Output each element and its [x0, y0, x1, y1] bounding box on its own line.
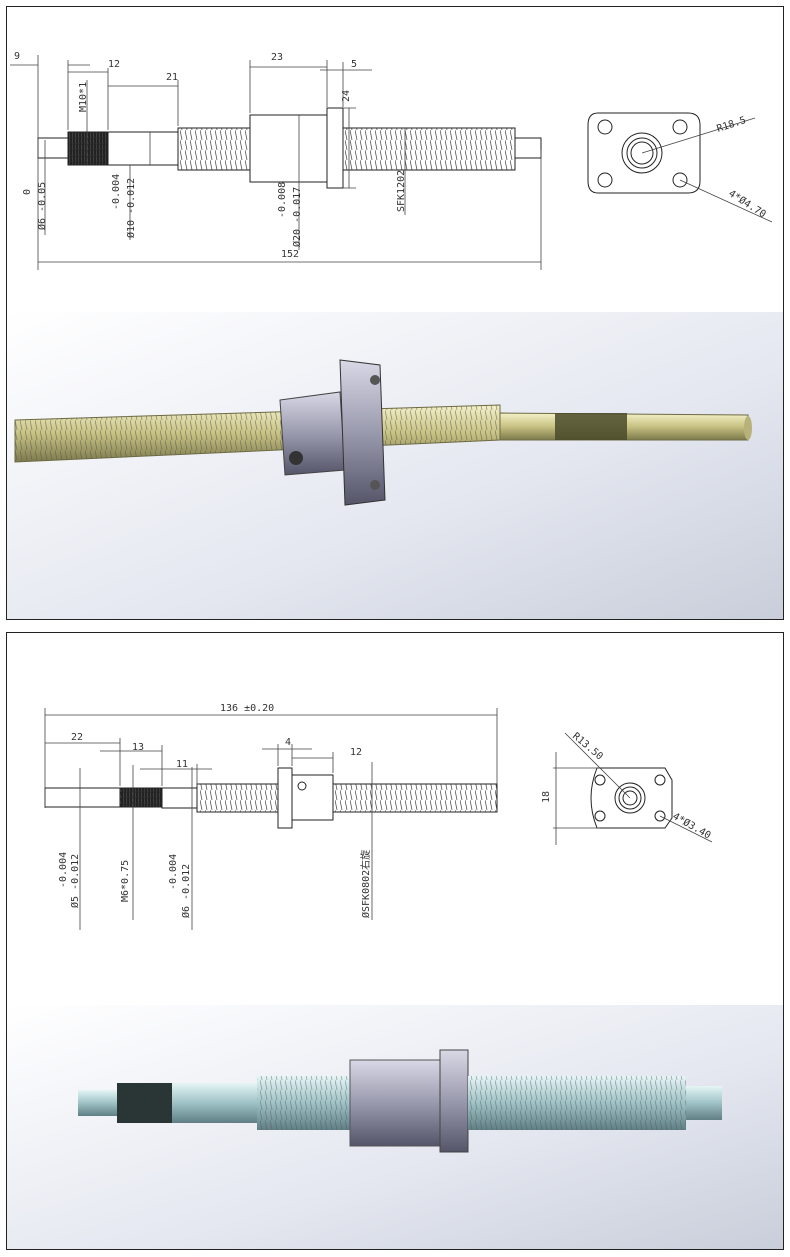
thread-section — [67, 131, 109, 166]
tol-20-upper: -0.008 — [277, 182, 288, 218]
end-view-drawing-2: 18 R13.50 4*Ø3.40 — [541, 731, 713, 845]
thread-section — [119, 787, 163, 808]
render-2 — [7, 1005, 783, 1249]
screw-section — [332, 783, 498, 813]
dia-10: Ø10 -0.012 — [125, 178, 137, 238]
dim-12: 12 — [108, 59, 120, 70]
dim-13: 13 — [132, 742, 144, 753]
model-label: SFK1202 — [396, 170, 407, 212]
dia-20: Ø20 -0.017 — [291, 187, 303, 247]
side-view-drawing-1: 9 12 21 23 5 24 152 M10*1 0 Ø6 -0.05 -0.… — [10, 51, 542, 270]
screw-section — [177, 127, 251, 171]
dim-18: 18 — [541, 791, 552, 803]
tol-6-upper: -0.004 — [168, 854, 179, 890]
screw-section — [196, 783, 279, 813]
dim-overall: 136 ±0.20 — [220, 703, 274, 714]
screw-section — [342, 127, 516, 171]
panel-1: 9 12 21 23 5 24 152 M10*1 0 Ø6 -0.05 -0.… — [6, 6, 784, 620]
nut-body — [249, 114, 328, 183]
thread-label: M10*1 — [78, 82, 89, 112]
dia-6: Ø6 -0.05 — [36, 182, 48, 230]
dia-5: Ø5 -0.012 — [69, 854, 81, 908]
nut-body — [291, 774, 334, 821]
dim-4: 4 — [285, 737, 291, 748]
dim-22: 22 — [71, 732, 83, 743]
dim-152: 152 — [281, 249, 299, 260]
side-view-drawing-2: 136 ±0.20 22 13 11 4 12 -0.004 Ø5 -0.012… — [44, 703, 498, 930]
panel-2: 136 ±0.20 22 13 11 4 12 -0.004 Ø5 -0.012… — [6, 632, 784, 1250]
tol-10-upper: -0.004 — [111, 174, 122, 210]
nut-flange — [277, 767, 293, 829]
dim-23: 23 — [271, 52, 283, 63]
thread-label: M6*0.75 — [120, 860, 131, 902]
nut-flange — [326, 107, 344, 189]
model-label: ØSFK0802右旋 — [359, 850, 372, 918]
dim-5: 5 — [351, 59, 357, 70]
dim-11: 11 — [176, 759, 188, 770]
tol-6-upper: 0 — [22, 189, 33, 195]
tol-5-upper: -0.004 — [58, 852, 69, 888]
dim-24: 24 — [341, 90, 352, 102]
dia-6: Ø6 -0.012 — [180, 864, 192, 918]
dim-21: 21 — [166, 72, 178, 83]
dim-9: 9 — [14, 51, 20, 62]
render-1 — [7, 312, 783, 619]
dim-12: 12 — [350, 747, 362, 758]
